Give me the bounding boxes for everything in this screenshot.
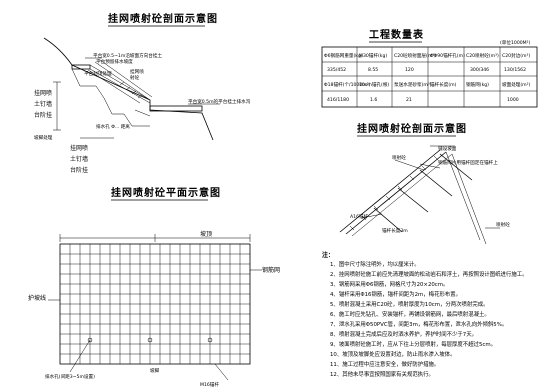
note-line-8: 8、喷射混凝土完成后应及时洒水养护，养护时间不少于7天。	[330, 330, 477, 338]
section-left-crest-note: 平台宽0.5m的平台挂土排水沟	[188, 98, 251, 105]
section-left-layer-4: 挂网喷	[70, 144, 88, 152]
section-left-layer-5: 土钉墙	[70, 155, 88, 163]
plan-bottom-right-leader	[214, 363, 229, 381]
table-row-1-cell-2: 8.55	[368, 67, 378, 73]
section-left-title: 挂网喷射砼剖面示意图	[108, 12, 218, 25]
plan-left-label: 护坡线	[28, 294, 46, 302]
plan-bottom-left-label: 排水孔(间距3~5m设置)	[45, 373, 95, 380]
note-line-10: 10、坡顶及坡脚处应设置封边，防止雨水渗入坡体。	[330, 350, 455, 358]
quantity-table-title: 工程数量表	[369, 28, 424, 41]
table-header-1-cell-2: M30锚杆(kg)	[359, 52, 387, 59]
section-left-cap-note: 平台封顶处理	[84, 70, 112, 77]
plan-right-label: 钢筋网	[262, 266, 280, 274]
table-row-1-cell-3: 120	[405, 67, 414, 73]
table-row-1-cell-5: 300/346	[470, 67, 489, 73]
section-right-title: 挂网喷射砼剖面示意图	[357, 122, 467, 135]
table-row-2-cell-6: 1000	[507, 97, 519, 103]
plan-bottom-right-label: M16锚杆	[200, 381, 219, 388]
table-header-1-cell-3: C20砼喷射面层(m³)	[394, 52, 436, 59]
plan-grid	[59, 243, 251, 365]
table-header-2-cell-4: 锚杆长度(m)	[430, 81, 457, 88]
table-header-2-cell-5: 钢筋网(kg)	[466, 81, 489, 88]
plan-bottom-edge-label: 坡脚	[150, 367, 160, 374]
table-row-1-cell-6: 130/1562	[504, 67, 526, 73]
section-right-label-5: 锚杆长度3m	[382, 227, 408, 234]
section-left-slope-note-1: 挂网喷	[130, 68, 144, 75]
quantity-table	[321, 46, 538, 108]
section-right-label-2: 喷射砼	[392, 154, 406, 161]
table-row-2-cell-3: 21	[406, 97, 412, 103]
table-header-1-cell-5: C20喷射砼(m³)	[466, 52, 499, 59]
table-row-2-cell-1: 416/1180	[327, 97, 349, 103]
section-left-layer-6: 台阶挂	[70, 166, 88, 174]
section-left-slope-note-2: 射砼	[130, 74, 140, 81]
table-header-2-cell-6: 坡面处理(m²)	[502, 81, 530, 88]
note-line-5: 5、喷射混凝土采用C20砼，喷射厚度为10cm，分两次喷射完成。	[330, 300, 489, 308]
section-left-toe-note: 坡脚处理	[34, 134, 53, 141]
note-line-9: 9、坡面喷射砼施工时，应从下往上分层喷射，每层厚度不超过5cm。	[330, 340, 496, 348]
notes-block: 注： 1、图中尺寸除注明外，均以厘米计。 2、挂网喷射砼施工前应先清理坡面的松动…	[322, 251, 528, 378]
table-unit-note: (单位1000M²)	[500, 39, 530, 46]
note-line-11: 11、施工过程中应注意安全，做好防护措施。	[330, 360, 439, 368]
section-left-layer-1: 挂网喷	[34, 89, 52, 97]
drain-hole-icon	[87, 337, 93, 343]
note-line-12: 12、其他未尽事宜按照国家有关规范执行。	[330, 370, 434, 378]
table-header-2-cell-2: 10cm锚孔(根)	[359, 81, 389, 88]
table-header-2-cell-1: Φ18锚杆(个/1000m²)	[324, 81, 371, 88]
plan-top-label: 坡顶	[200, 230, 212, 238]
section-left-layer-3: 台阶挂	[34, 111, 52, 119]
notes-heading: 注：	[322, 251, 334, 259]
table-header-1-cell-1: Φ6钢筋网重量(kg)	[324, 52, 363, 59]
note-line-6: 6、施工时应先钻孔、安装锚杆，再铺设钢筋网，最后喷射混凝土。	[330, 310, 490, 318]
section-right-label-3: 钢筋网片用锚杆固定在锚杆上	[438, 159, 498, 166]
note-line-1: 1、图中尺寸除注明外，均以厘米计。	[330, 260, 420, 268]
section-left-bottom-note: 排水孔 Φ... 距离	[96, 123, 130, 130]
section-right-label-1: 铺设坡面	[438, 145, 457, 152]
section-right-diagram	[339, 145, 500, 245]
section-left-layer-2: 土钉墙	[34, 100, 52, 108]
drain-hole-icon	[147, 337, 153, 343]
section-left-diagram	[43, 37, 220, 141]
note-line-2: 2、挂网喷射砼施工前应先清理坡面的松动岩石和浮土，再按照设计图纸进行施工。	[330, 270, 528, 278]
note-line-4: 4、锚杆采用Φ16钢筋，锚杆间距为2m，梅花形布置。	[330, 290, 461, 298]
table-header-1-cell-4: ΦΦ90锚杆孔(m)	[430, 52, 465, 59]
section-left-top-note-2: 平台预留排水坡度	[96, 58, 133, 65]
table-row-2-cell-2: 1.6	[370, 97, 377, 103]
note-line-7: 7、泄水孔采用Φ50PVC管，间距3m，梅花形布置，泄水孔向外倾斜5%。	[330, 320, 507, 328]
drain-hole-icon	[207, 337, 213, 343]
section-left-top-note-1: 平台宽0.5~1m沿坡面方向台挂土	[93, 52, 162, 59]
table-row-1-cell-1: 335/452	[327, 67, 346, 73]
plan-left-title: 挂网喷射砼平面示意图	[111, 186, 221, 199]
note-line-3: 3、钢筋网采用Φ6钢筋，网格尺寸为20×20cm。	[330, 280, 448, 288]
plan-bottom-left-leader	[69, 339, 91, 373]
section-right-label-6: 喷射砼	[496, 221, 510, 228]
table-header-2-cell-3: 泵送水泥砂浆(m³)	[394, 81, 432, 88]
table-header-1-cell-6: C20封边(m³)	[502, 52, 530, 59]
section-right-label-4: A16锚杆	[350, 213, 369, 220]
